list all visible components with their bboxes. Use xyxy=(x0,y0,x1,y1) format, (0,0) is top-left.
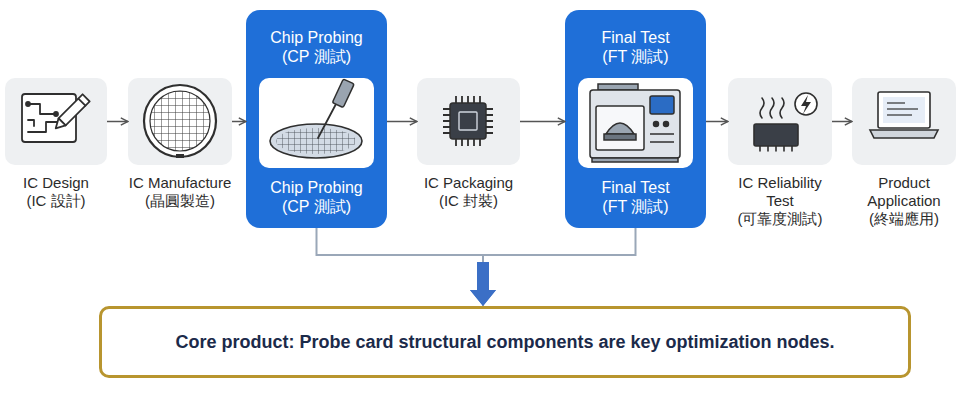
design-icon xyxy=(28,104,54,114)
reliability-icon xyxy=(754,124,798,146)
laptop-icon xyxy=(870,92,938,138)
chip-icon xyxy=(443,96,493,146)
probe-icon xyxy=(270,124,362,158)
laptop-icon xyxy=(887,114,912,115)
bracket-connector xyxy=(317,228,484,306)
tester-icon xyxy=(578,78,693,168)
design-icon xyxy=(52,118,65,131)
flow-arrow xyxy=(107,121,128,123)
wafer-icon xyxy=(144,85,216,157)
panel-label: Chip Probing (CP 測試) xyxy=(261,28,373,66)
chip-icon xyxy=(443,96,493,146)
panel-label: Chip Probing (CP 測試) xyxy=(261,178,373,216)
laptop-icon xyxy=(887,102,905,103)
process-step: IC Manufacture (晶圓製造) xyxy=(128,78,232,165)
tester-icon xyxy=(654,122,659,127)
step-label: Product Application (終端應用) xyxy=(857,174,952,228)
step-label: IC Manufacture (晶圓製造) xyxy=(124,174,236,210)
wafer-icon xyxy=(144,85,216,158)
tester-icon xyxy=(590,90,680,158)
process-step: IC Packaging (IC 封裝) xyxy=(417,78,520,165)
design-icon xyxy=(28,120,34,126)
tester-icon xyxy=(664,122,669,127)
wafer-icon xyxy=(150,91,210,151)
note-text: Core product: Probe card structural comp… xyxy=(122,331,888,353)
flow-arrow xyxy=(520,121,565,123)
probe-icon xyxy=(276,128,356,154)
chip-icon xyxy=(450,103,486,139)
laptop-icon xyxy=(870,130,938,138)
laptop-icon xyxy=(878,92,930,128)
probe-icon xyxy=(332,79,354,108)
tester-icon xyxy=(598,84,638,90)
design-icon xyxy=(26,102,30,106)
step-label: IC Design (IC 設計) xyxy=(18,174,94,210)
note-box: Core product: Probe card structural comp… xyxy=(99,306,911,378)
design-icon xyxy=(59,94,90,125)
tester-icon xyxy=(650,96,674,114)
process-step: IC Reliability Test (可靠度測試) xyxy=(728,78,832,165)
design-icon xyxy=(28,122,62,132)
design-icon xyxy=(22,94,90,142)
highlight-panel: Final Test (FT 測試) Final Test (FT 測試) xyxy=(565,10,706,228)
arrow-shaft xyxy=(477,262,489,292)
reliability-icon xyxy=(780,98,784,118)
flow-arrow xyxy=(832,121,852,123)
tester-icon xyxy=(604,134,636,140)
wafer-icon xyxy=(150,91,210,151)
reliability-icon xyxy=(760,146,792,151)
process-step: IC Design (IC 設計) xyxy=(5,78,107,165)
flow-arrow xyxy=(232,121,246,123)
wafer-icon xyxy=(176,154,184,158)
flow-arrow xyxy=(387,121,417,123)
reliability-icon xyxy=(770,98,774,118)
design-icon xyxy=(60,120,64,124)
process-step: Product Application (終端應用) xyxy=(852,78,956,165)
panel-label: Final Test (FT 測試) xyxy=(588,178,684,216)
reliability-icon xyxy=(754,93,817,151)
tester-icon xyxy=(596,106,644,150)
tester-icon xyxy=(650,141,674,143)
design-icon xyxy=(52,94,89,131)
probe-icon xyxy=(318,104,336,138)
design-icon xyxy=(54,112,58,116)
step-label: IC Packaging (IC 封裝) xyxy=(419,174,519,210)
probe-icon xyxy=(259,78,374,168)
probe-icon xyxy=(332,79,354,108)
reliability-icon xyxy=(760,98,764,118)
tester-icon xyxy=(592,158,678,162)
flow-arrow xyxy=(706,121,728,123)
tester-icon xyxy=(606,123,634,134)
probe-icon xyxy=(259,78,374,168)
bracket-connector xyxy=(483,228,636,306)
tester-icon xyxy=(578,78,693,168)
laptop-icon xyxy=(883,97,925,123)
step-label: IC Reliability Test (可靠度測試) xyxy=(733,174,828,228)
tester-icon xyxy=(650,133,674,135)
design-icon xyxy=(22,94,76,142)
chip-icon xyxy=(459,112,477,130)
highlight-panel: Chip Probing (CP 測試) Chip Probing (CP 測試) xyxy=(246,10,387,228)
panel-label: Final Test (FT 測試) xyxy=(588,28,684,66)
design-icon xyxy=(78,99,85,106)
laptop-icon xyxy=(887,108,918,109)
reliability-icon xyxy=(801,95,811,114)
reliability-icon xyxy=(795,93,817,115)
